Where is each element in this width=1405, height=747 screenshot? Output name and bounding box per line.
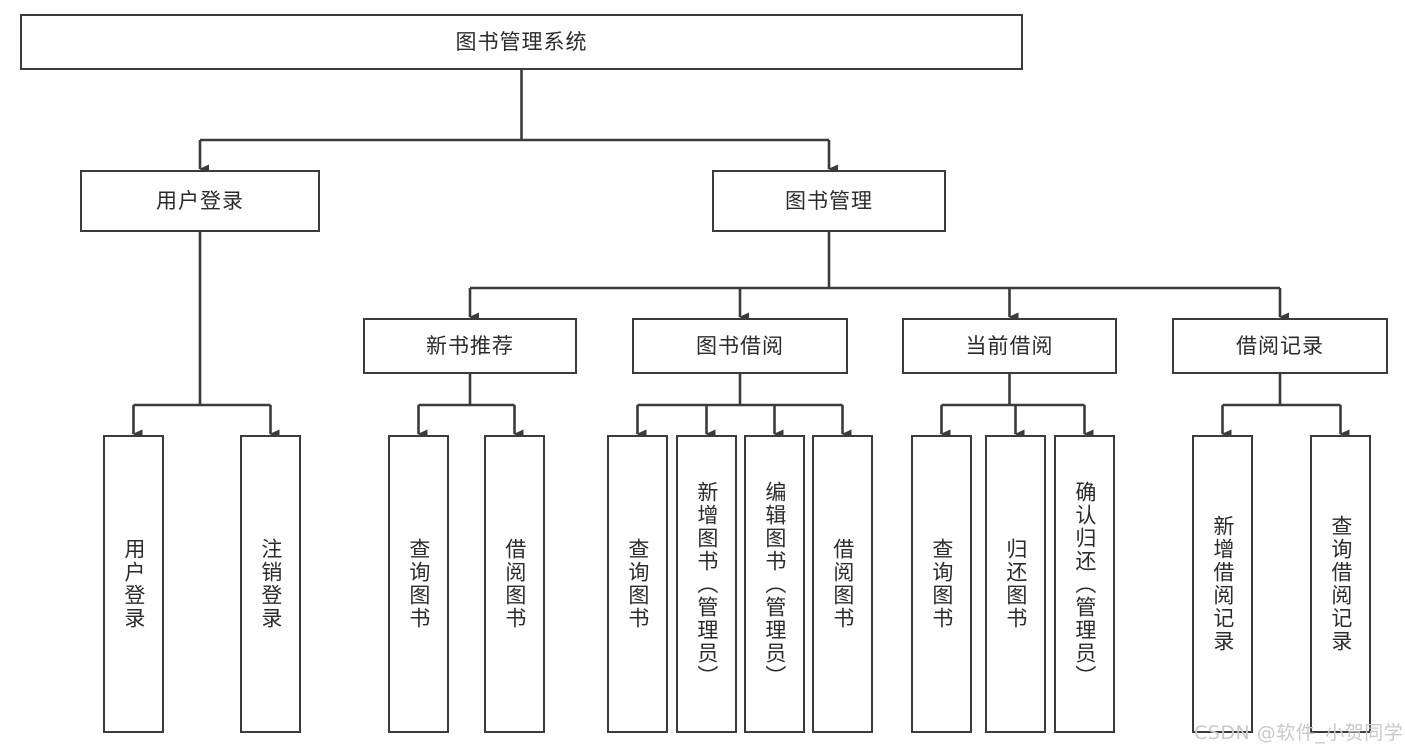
leaf-node-leaf-add-book[interactable]: 新增图书（管理员） (676, 435, 737, 733)
leaf-node-leaf-return-book[interactable]: 归还图书 (985, 435, 1046, 733)
node-label: 编辑图书（管理员） (762, 480, 787, 688)
branch-node-book-manage[interactable]: 图书管理 (712, 170, 946, 232)
leaf-node-leaf-borrow-book-rec[interactable]: 借阅图书 (484, 435, 545, 733)
node-label: 借阅记录 (1236, 333, 1324, 358)
leaf-node-leaf-edit-book[interactable]: 编辑图书（管理员） (744, 435, 805, 733)
leaf-node-leaf-logout[interactable]: 注销登录 (240, 435, 301, 733)
branch-node-borrow-record[interactable]: 借阅记录 (1172, 318, 1388, 374)
node-label: 用户登录 (156, 188, 244, 213)
branch-node-book-borrow[interactable]: 图书借阅 (632, 318, 848, 374)
leaf-node-leaf-query-record[interactable]: 查询借阅记录 (1310, 435, 1371, 733)
leaf-node-leaf-query-book-bor[interactable]: 查询图书 (607, 435, 668, 733)
root-node-root[interactable]: 图书管理系统 (20, 14, 1023, 70)
node-label: 查询图书 (929, 538, 954, 630)
node-label: 注销登录 (258, 538, 283, 630)
node-label: 当前借阅 (965, 333, 1054, 358)
leaf-node-leaf-user-login[interactable]: 用户登录 (103, 435, 164, 733)
branch-node-new-book-rec[interactable]: 新书推荐 (363, 318, 577, 374)
node-label: 查询图书 (406, 538, 431, 630)
leaf-node-leaf-add-record[interactable]: 新增借阅记录 (1192, 435, 1253, 733)
node-label: 新增图书（管理员） (694, 480, 719, 688)
node-label: 借阅图书 (830, 538, 855, 630)
node-label: 查询图书 (625, 538, 650, 630)
node-label: 用户登录 (121, 538, 146, 630)
node-label: 图书管理 (785, 188, 873, 213)
branch-node-current-borrow[interactable]: 当前借阅 (902, 318, 1117, 374)
node-label: 新书推荐 (426, 333, 514, 358)
leaf-node-leaf-query-book-rec[interactable]: 查询图书 (388, 435, 449, 733)
leaf-node-leaf-confirm-return[interactable]: 确认归还（管理员） (1054, 435, 1115, 733)
node-label: 确认归还（管理员） (1072, 480, 1097, 688)
leaf-node-leaf-query-book-cur[interactable]: 查询图书 (911, 435, 972, 733)
node-label: 归还图书 (1003, 538, 1028, 630)
leaf-node-leaf-borrow-book-bor[interactable]: 借阅图书 (812, 435, 873, 733)
node-label: 图书管理系统 (455, 29, 588, 54)
branch-node-user-login[interactable]: 用户登录 (80, 170, 320, 232)
node-label: 新增借阅记录 (1210, 515, 1235, 653)
node-label: 查询借阅记录 (1328, 515, 1353, 653)
node-label: 图书借阅 (696, 333, 784, 358)
node-label: 借阅图书 (502, 538, 527, 630)
